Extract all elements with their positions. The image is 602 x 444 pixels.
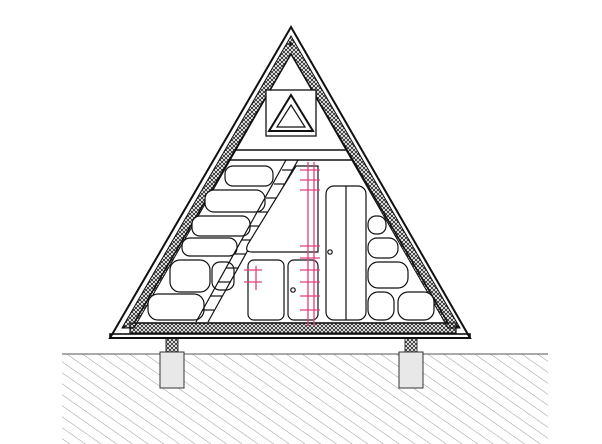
floor-deck [109,322,471,339]
wall-panels-right [367,215,435,321]
cabinet-upper-panel [246,165,319,253]
footings [159,335,424,389]
door-knob-icon [290,287,296,293]
panel [211,261,235,291]
triangle-vent-icon [267,93,315,132]
panel [397,291,435,321]
doors [290,185,367,321]
panel [169,259,211,293]
triangle-vent-inner [275,103,307,128]
eave-bolt-right [455,325,459,329]
panel [367,237,399,259]
panel [147,293,205,321]
panel [191,215,251,237]
cabinet-lower-left [247,259,285,321]
a-frame-roof [108,25,472,339]
roof-inner-edge [132,52,450,324]
panel [367,291,395,321]
wall-panels-left [147,165,274,321]
stair-stringer-left [195,159,287,323]
panel [181,237,238,257]
eave-bolt-left [122,325,126,329]
panel [204,189,266,213]
ground-hatch [62,354,548,444]
panel [367,261,409,289]
central-cabinet [246,165,319,321]
footing-left [159,351,185,389]
service-annotations [244,162,320,326]
footing-right [398,351,424,389]
loft-floor [230,149,352,161]
vent-frame [265,89,317,137]
panel [367,215,387,235]
ground [62,353,548,444]
gable-vent [265,89,317,137]
roof-outer-edge [108,25,472,339]
ridge-bolt [289,42,293,46]
panel [224,165,274,187]
floor-insulation [129,322,457,334]
cabinet-lower-mid [287,259,319,321]
door-knob-icon [327,249,333,255]
